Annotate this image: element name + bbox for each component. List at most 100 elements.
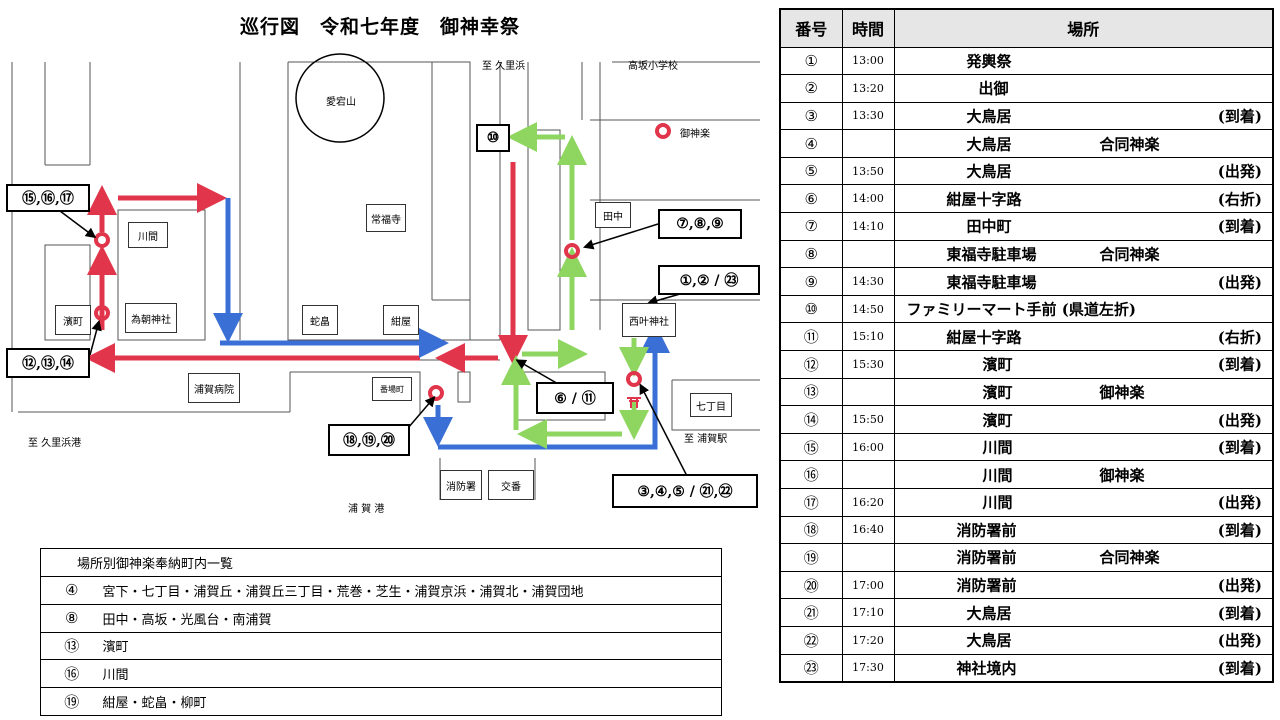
row-status: (出発) [1217,576,1262,595]
schedule-row: ⑯ 川間御神楽 [779,460,1274,489]
row-location: 濱町 (到着) [893,350,1274,379]
row-time [841,129,895,158]
donation-num: ⑧ [40,603,103,633]
donation-text: 宮下・七丁目・浦賀丘・浦賀丘三丁目・荒巻・芝生・浦賀京浜・浦賀北・浦賀団地 [102,576,722,605]
row-status: (右折) [1217,328,1262,347]
torii-icon [627,397,641,408]
row-place: 川間 [982,466,1013,485]
row-number: ⑳ [779,570,843,600]
donation-num: ⑯ [40,659,103,689]
row-time: 17:30 [841,653,895,683]
row-location: 大鳥居(出発) [893,156,1274,186]
row-time: 14:00 [841,184,895,214]
row-location: 大鳥居(到着) [893,101,1274,131]
header-number: 番号 [779,8,843,48]
bld-fire-station: 消防署 [440,470,482,500]
row-time: 13:00 [841,46,895,76]
row-place: 大鳥居 [966,135,1012,154]
row-place: 濱町 [982,355,1013,374]
row-number: ⑮ [779,432,843,462]
label-uraga-port: 浦 賀 港 [348,504,385,515]
bld-tanaka: 田中 [595,202,631,228]
row-location: 大鳥居合同神楽 [893,129,1274,158]
bld-konya: 紺屋 [383,305,419,335]
row-time: 15:30 [841,350,895,379]
row-location: 神社境内 (到着) [893,653,1274,683]
label-atago: 愛宕山 [326,97,356,108]
callout-7-8-9: ⑦,⑧,⑨ [658,209,742,239]
row-place: 消防署前 [956,521,1017,540]
row-place: 神社境内 [956,659,1017,678]
row-status: (到着) [1217,659,1262,678]
row-number: ⑯ [779,460,843,489]
donation-title: 場所別御神楽奉納町内一覧 [40,548,722,577]
row-place: 東福寺駐車場 [946,245,1037,264]
row-location: 紺屋十字路(右折) [893,184,1274,214]
row-number: ⑱ [779,515,843,545]
row-note: 合同神楽 [1099,245,1160,264]
row-place: 川間 [982,438,1013,457]
row-number: ⑭ [779,405,843,434]
callout-1-2-23: ①,② / ㉓ [658,265,760,295]
header-time: 時間 [841,8,895,48]
donation-num: ⑲ [40,687,103,716]
row-number: ⑨ [779,267,843,296]
route-blue [213,198,670,450]
row-location: 大鳥居(出発) [893,625,1274,655]
row-status: (到着) [1217,604,1262,623]
row-number: ⑰ [779,488,843,517]
row-time: 13:50 [841,156,895,186]
row-location: 川間御神楽 [893,460,1274,489]
row-location: 川間(到着) [893,432,1274,462]
row-status: (到着) [1217,355,1262,374]
row-place: 東福寺駐車場 [946,273,1037,292]
row-status: (到着) [1217,521,1262,540]
row-number: ㉒ [779,625,843,655]
row-note: 御神楽 [1099,383,1145,402]
bld-kawama: 川間 [128,222,168,248]
legend-kagura: 御神楽 [680,129,710,140]
donation-text: 紺屋・蛇畠・柳町 [102,687,722,716]
row-time: 14:50 [841,294,895,324]
row-time: 17:20 [841,625,895,655]
row-location: 消防署前合同神楽 [893,543,1274,572]
row-place: 発輿祭 [966,52,1012,71]
row-time: 13:20 [841,74,895,103]
row-time [841,460,895,489]
row-number: ⑤ [779,156,843,186]
atago-hill [295,53,385,143]
row-time: 16:20 [841,488,895,517]
row-number: ⑲ [779,543,843,572]
row-location: 消防署前 (到着) [893,515,1274,545]
row-place: 紺屋十字路 [946,328,1022,347]
row-place: 濱町 [982,383,1013,402]
row-status: (右折) [1217,190,1262,209]
bld-tametomo: 為朝神社 [125,303,177,333]
row-number: ⑪ [779,322,843,352]
donation-num: ⑬ [40,631,103,661]
row-status: (出発) [1217,493,1262,512]
row-location: ファミリーマート手前 (県道左折) [893,294,1274,324]
row-location: 消防署前(出発) [893,570,1274,600]
row-place: 大鳥居 [966,631,1012,650]
callout-12-13-14: ⑫,⑬,⑭ [6,348,90,378]
row-number: ③ [779,101,843,131]
callout-10: ⑩ [476,124,510,152]
donation-text: 川間 [102,659,722,689]
row-location: 発輿祭 [893,46,1274,76]
bld-josenji: 常福寺 [366,204,406,232]
row-place: 川間 [982,493,1013,512]
callout-3-4-5-21-22: ③,④,⑤ / ㉑,㉒ [612,474,758,508]
